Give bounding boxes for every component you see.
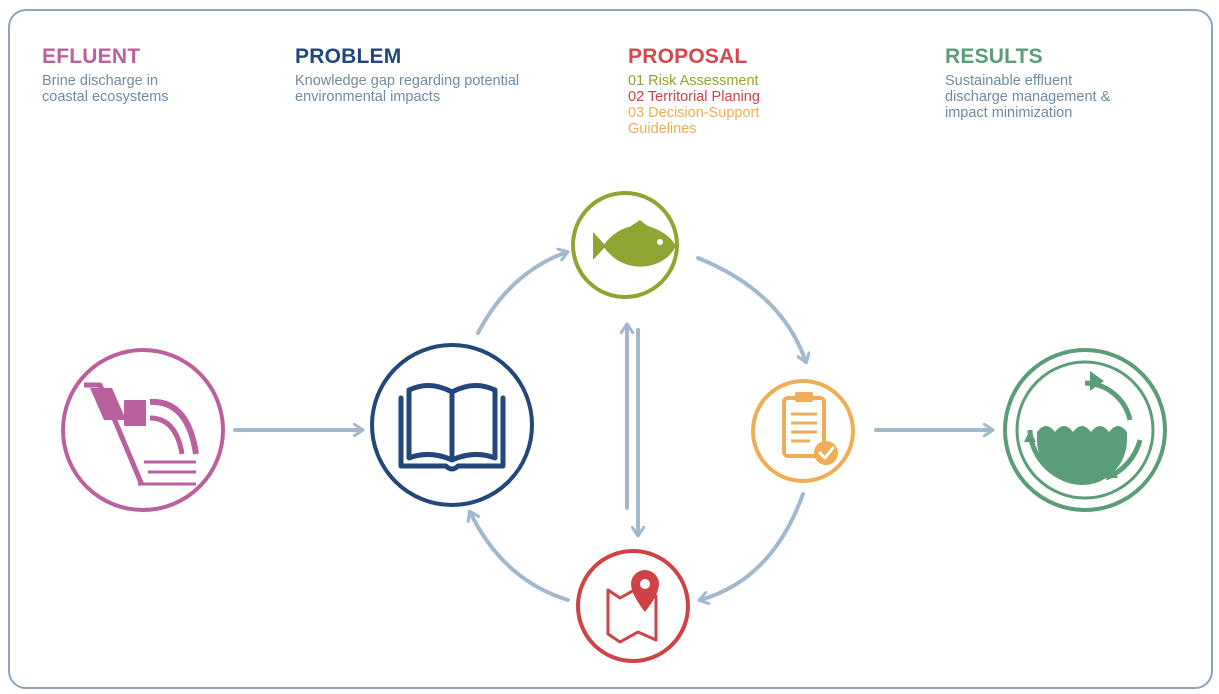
water-recycle-icon — [1024, 371, 1143, 485]
problem-title: PROBLEM — [295, 45, 402, 68]
arrow-problem-to-risk — [476, 252, 567, 335]
node-guidelines — [751, 379, 855, 483]
effluent-title: EFLUENT — [42, 45, 141, 68]
arrow-planning-to-problem — [470, 512, 570, 602]
clipboard-check-icon — [782, 392, 838, 465]
proposal-title: PROPOSAL — [628, 45, 748, 68]
problem-column: PROBLEM Knowledge gap regarding potentia… — [295, 45, 519, 105]
proposal-item-planning: 02 Territorial Planing — [628, 89, 760, 105]
node-effluent — [61, 348, 225, 512]
problem-desc-line: environmental impacts — [295, 89, 441, 105]
results-desc-line: Sustainable effluent — [945, 73, 1073, 89]
proposal-item-guidelines-cont: Guidelines — [628, 121, 697, 137]
pipe-discharge-icon — [84, 382, 199, 486]
proposal-item-guidelines: 03 Decision-Support — [628, 105, 760, 121]
results-desc-line: impact minimization — [945, 105, 1073, 121]
node-territorial-planning — [576, 549, 690, 663]
results-desc-line: discharge management & — [945, 89, 1111, 105]
results-column: RESULTS Sustainable effluent discharge m… — [945, 45, 1110, 121]
map-pin-icon — [606, 570, 659, 644]
effluent-column: EFLUENT Brine discharge in coastal ecosy… — [42, 45, 169, 105]
open-book-icon — [398, 383, 506, 472]
node-results — [1003, 348, 1167, 512]
diagram-frame — [8, 9, 1213, 689]
effluent-desc: Brine discharge in coastal ecosystems — [42, 73, 169, 105]
proposal-item-risk: 01 Risk Assessment — [628, 73, 759, 89]
arrow-risk-to-guidelines — [696, 256, 806, 362]
proposal-list: 01 Risk Assessment 02 Territorial Planin… — [628, 73, 760, 137]
node-risk-assessment — [571, 191, 679, 299]
effluent-desc-line: Brine discharge in — [42, 73, 159, 89]
results-title: RESULTS — [945, 45, 1043, 68]
arrow-guidelines-to-planning — [700, 492, 805, 600]
node-problem — [370, 343, 534, 507]
flow-arrows — [233, 252, 992, 602]
problem-desc-line: Knowledge gap regarding potential — [295, 73, 520, 89]
proposal-column: PROPOSAL 01 Risk Assessment 02 Territori… — [628, 45, 760, 137]
problem-desc: Knowledge gap regarding potential enviro… — [295, 73, 519, 105]
effluent-desc-line: coastal ecosystems — [42, 89, 169, 105]
results-desc: Sustainable effluent discharge managemen… — [945, 73, 1110, 121]
fish-icon — [593, 220, 676, 267]
